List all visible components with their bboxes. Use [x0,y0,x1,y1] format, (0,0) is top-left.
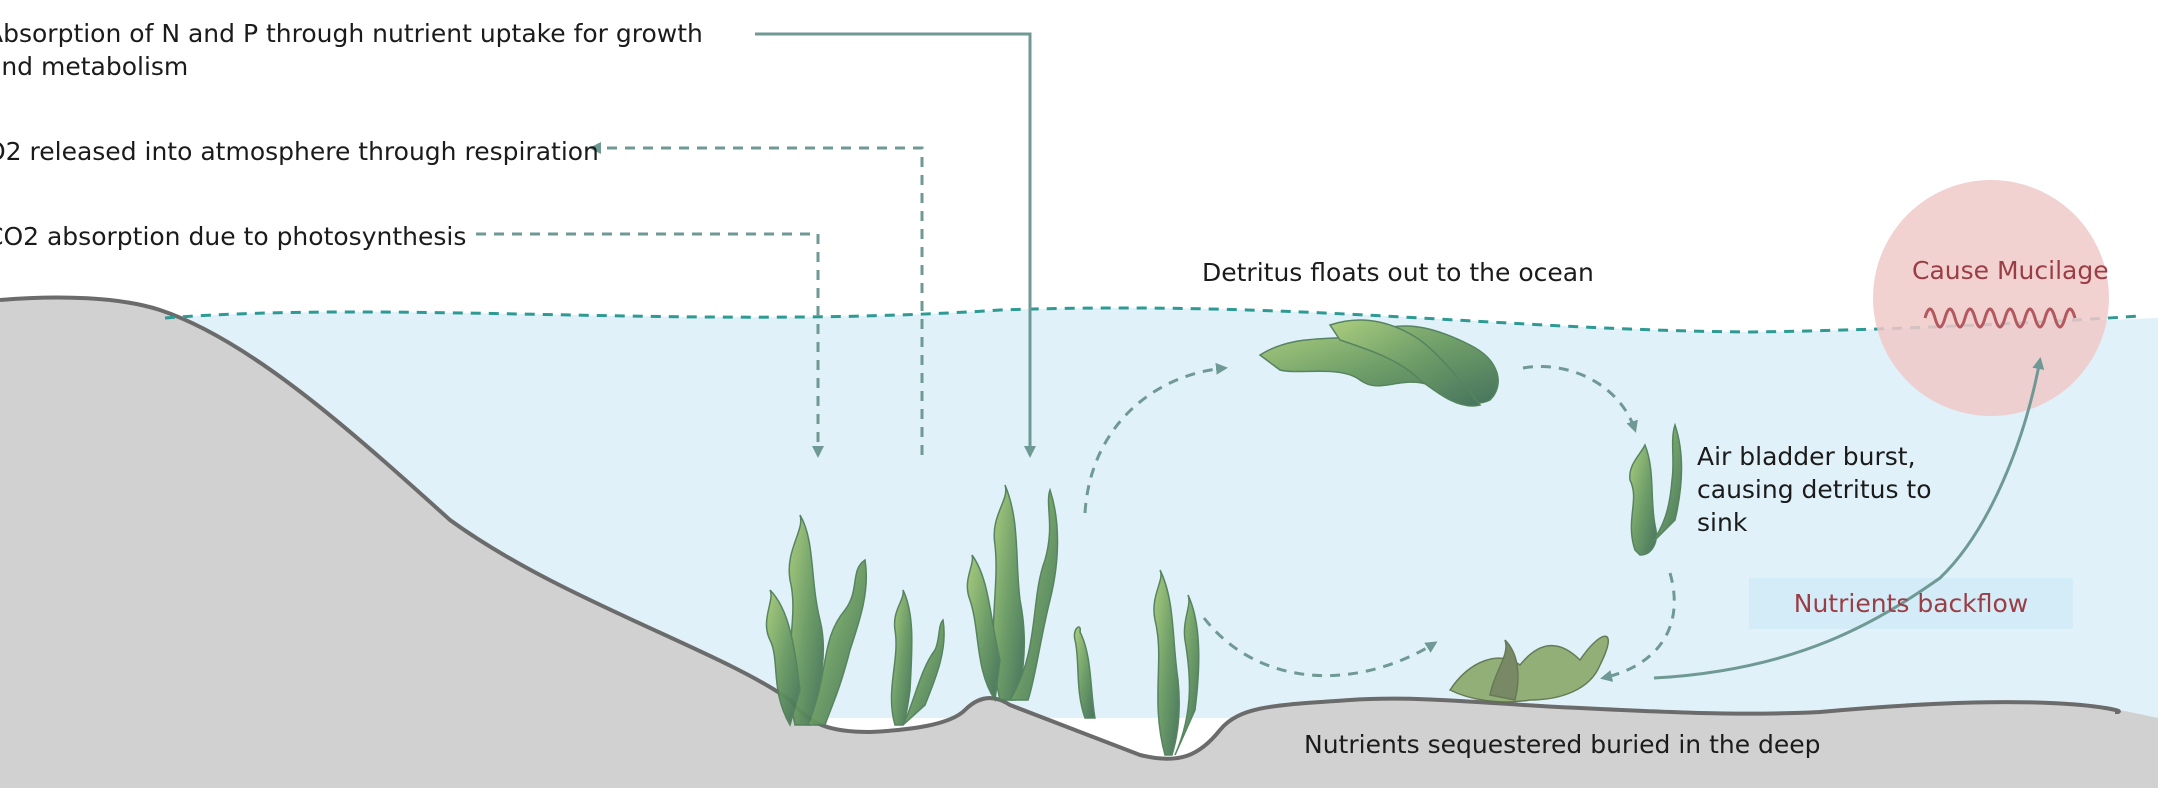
detritus-floating [1258,319,1499,407]
label-nutrient-absorption: Absorption of N and P through nutrient u… [0,19,703,81]
detritus-settled [1448,635,1609,703]
water-surface-line [164,306,2141,334]
label-nutrients-sequestered: Nutrients sequestered buried in the deep [1304,730,1821,759]
bottom-return-arrow [1202,617,1438,678]
label-detritus-floats: Detritus floats out to the ocean [1202,258,1594,287]
seaweed-cluster-center [966,484,1200,756]
mucilage-squiggle [1923,307,2077,329]
mucilage-circle [1873,180,2109,416]
label-air-bladder: Air bladder burst, causing detritus to s… [1697,442,1932,537]
respiration-arrow [589,142,924,455]
photosynthesis-arrow [476,232,824,458]
nutrients-backflow-label: Nutrients backflow [1793,589,2029,618]
backflow-arrow [1653,357,2045,680]
water-body [165,307,2158,718]
absorption-arrow [755,32,1036,458]
detritus-sinking [1629,422,1683,556]
seabed [0,297,2158,788]
label-respiration: O2 released into atmosphere through resp… [0,137,599,166]
seabed-outline [0,295,2121,761]
float-up-arrow [1083,362,1228,514]
backflow-box-bg [1749,578,2073,629]
cause-mucilage-label: Cause Mucilage [1912,256,2109,285]
seaweed-cluster-left [765,514,945,727]
label-photosynthesis: CO2 absorption due to photosynthesis [0,222,467,251]
